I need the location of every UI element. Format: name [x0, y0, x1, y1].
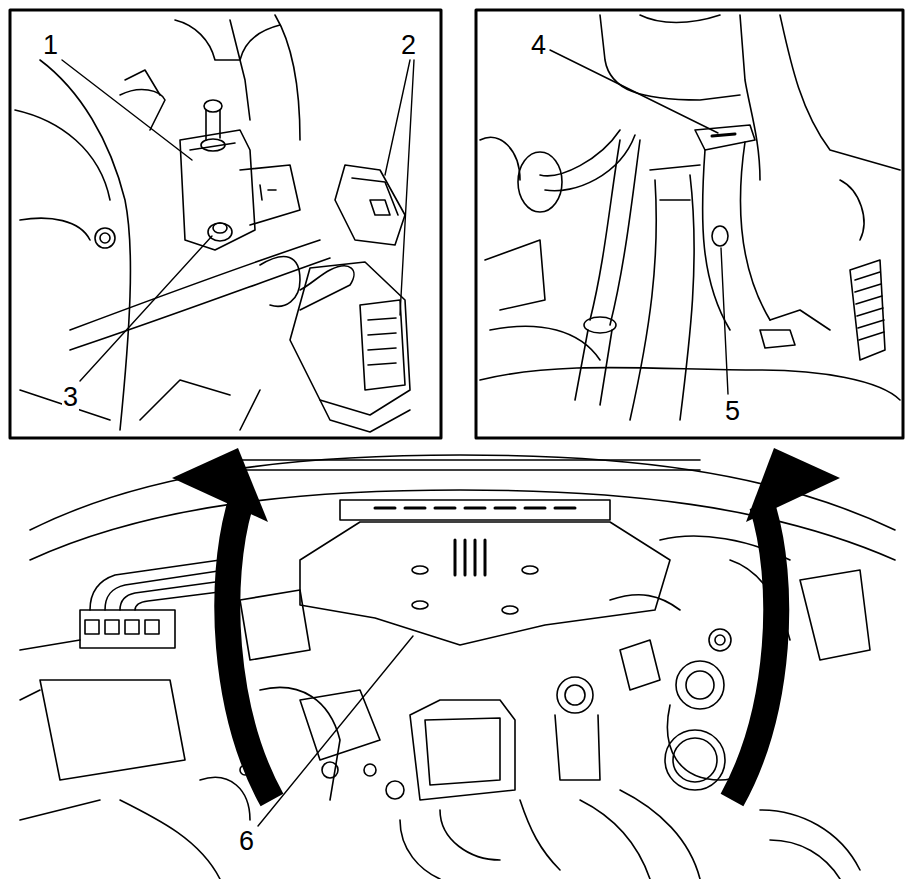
engine-bay — [20, 455, 895, 879]
callout-number: 5 — [724, 398, 741, 425]
callout-number: 1 — [42, 32, 59, 59]
detail-frame — [10, 10, 441, 438]
callout-number: 6 — [238, 828, 255, 855]
detail-panel-right — [480, 15, 900, 420]
detail-panel-left — [15, 15, 410, 432]
callout-number: 4 — [530, 32, 547, 59]
curved-arrows — [172, 448, 840, 800]
callout-number: 2 — [400, 32, 417, 59]
leader-lines — [62, 50, 728, 826]
detail-frame — [476, 10, 903, 438]
callout-number: 3 — [62, 384, 79, 411]
